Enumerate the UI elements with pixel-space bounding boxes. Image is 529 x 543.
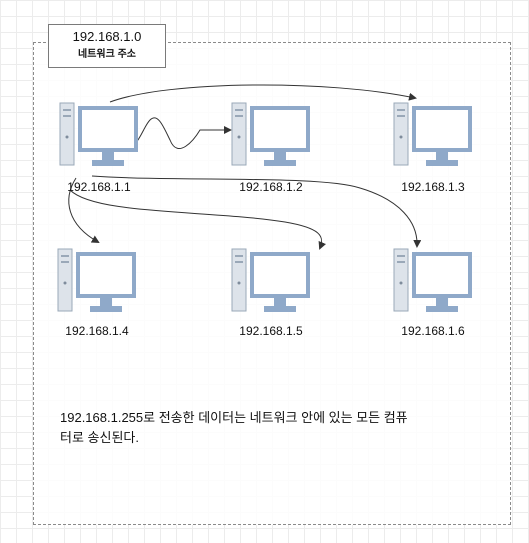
broadcast-note: 192.168.1.255로 전송한 데이터는 네트워크 안에 있는 모든 컴퓨… (60, 408, 470, 448)
computer-pc3 (392, 101, 474, 173)
arrow-to-pc4 (68, 177, 100, 243)
computer-pc3-ip: 192.168.1.3 (401, 180, 465, 194)
computer-pc1 (58, 101, 140, 173)
desktop-computer-icon (393, 248, 472, 312)
computer-pc4-ip: 192.168.1.4 (65, 324, 129, 338)
computer-pc2 (230, 101, 312, 173)
computer-pc2-ip: 192.168.1.2 (239, 180, 303, 194)
broadcast-note-line1: 192.168.1.255로 전송한 데이터는 네트워크 안에 있는 모든 컴퓨 (60, 410, 408, 425)
desktop-computer-icon (57, 248, 136, 312)
arrow-to-pc3 (109, 84, 417, 103)
computer-pc4 (56, 247, 138, 319)
computer-pc6-ip: 192.168.1.6 (401, 324, 465, 338)
desktop-computer-icon (393, 102, 472, 166)
computer-pc5 (230, 247, 312, 319)
network-address-ip: 192.168.1.0 (72, 29, 142, 44)
computer-pc1-ip: 192.168.1.1 (67, 180, 131, 194)
broadcast-note-line2: 터로 송신된다. (60, 430, 139, 445)
network-address-label: 네트워크 주소 (78, 49, 136, 60)
desktop-computer-icon (231, 102, 310, 166)
desktop-computer-icon (231, 248, 310, 312)
arrow-to-pc6 (91, 175, 422, 248)
computer-pc5-ip: 192.168.1.5 (239, 324, 303, 338)
computer-pc6 (392, 247, 474, 319)
network-address-box: 192.168.1.0 네트워크 주소 (48, 24, 166, 68)
arrow-to-pc5 (69, 189, 326, 250)
arrow-to-pc2 (121, 117, 232, 149)
desktop-computer-icon (59, 102, 138, 166)
